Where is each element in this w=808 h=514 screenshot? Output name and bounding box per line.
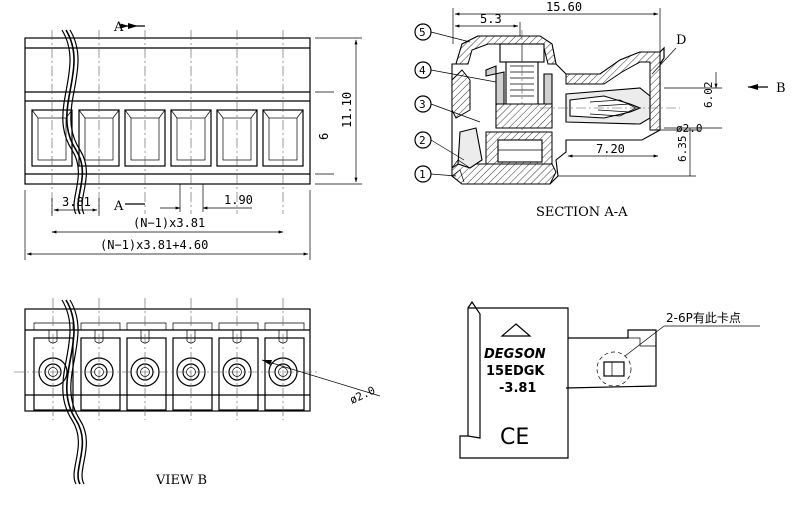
clip-detail (603, 361, 625, 377)
housing-wall-right (565, 51, 661, 131)
callouts: 5 4 3 2 1 (414, 23, 497, 183)
hole-4 (172, 330, 213, 411)
front-view: A A 11.10 6 3.81 1.90 (N−1)x3.81 (N−1)x3… (24, 20, 362, 260)
view-b-title: VIEW B (155, 473, 207, 488)
view-b-body (24, 308, 311, 412)
section-mark-bottom: A (113, 199, 124, 214)
callout-1: 1 (419, 168, 426, 181)
side-right-block (565, 329, 657, 389)
housing-wall-bottom (451, 163, 557, 185)
view-b-tabs (33, 322, 305, 330)
dim-height: 11.10 (340, 92, 354, 128)
dim-top: 15.60 (546, 0, 582, 14)
pitch-label: -3.81 (499, 381, 536, 396)
ce-mark: CE (500, 425, 529, 450)
callout-2: 2 (419, 134, 426, 147)
dim-hole-section: ø2.0 (676, 122, 703, 135)
section-view: 15.60 5.3 (414, 0, 786, 220)
dim-pin-height: 6.02 (702, 82, 715, 109)
callout-5: 5 (419, 26, 426, 39)
model-label: 15EDGK (486, 364, 545, 379)
dim-span: (N−1)x3.81 (133, 216, 205, 230)
hole-2 (80, 330, 121, 411)
dim-depth: 6 (317, 133, 331, 140)
view-arrow-label: B (776, 81, 786, 96)
side-left-lip (467, 300, 481, 439)
section-mark-top: A (113, 20, 124, 35)
view-b-holes (33, 330, 305, 411)
front-break-line (65, 29, 84, 215)
front-openings (31, 109, 304, 167)
view-b-vcenterlines (52, 298, 284, 420)
view-b: ø2.0 VIEW B (14, 298, 381, 488)
front-body (24, 37, 311, 185)
side-view: DEGSON 15EDGK -3.81 CE 2-6P有此卡点 (459, 300, 760, 459)
clip-detail-circle (596, 351, 632, 387)
hole-3 (126, 330, 167, 411)
callout-3: 3 (419, 98, 426, 111)
section-title: SECTION A-A (536, 205, 628, 220)
dim-total: (N−1)x3.81+4.60 (100, 238, 208, 252)
clip-note: 2-6P有此卡点 (666, 311, 741, 325)
dim-length: 7.20 (596, 142, 625, 156)
housing-wall-left (451, 69, 471, 119)
hole-5 (218, 330, 259, 411)
logo-triangle (500, 323, 532, 337)
left-clip (457, 127, 483, 169)
brand-logo: DEGSON (484, 347, 546, 362)
callout-4: 4 (419, 64, 426, 77)
detail-label: D (676, 33, 686, 48)
dim-inner: 1.90 (224, 193, 253, 207)
hole-6 (264, 330, 305, 411)
dim-body-height: 6.35 (676, 136, 689, 163)
dim-screw: 5.3 (480, 12, 502, 26)
front-centerlines (51, 30, 284, 214)
dim-pitch: 3.81 (62, 195, 91, 209)
